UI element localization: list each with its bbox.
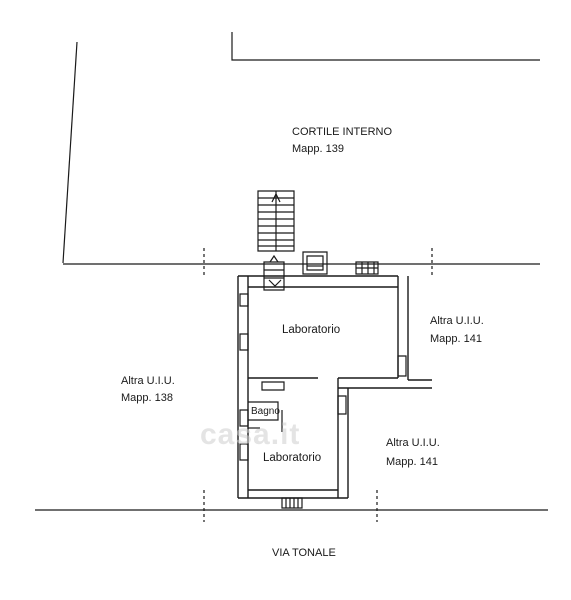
dashed-markers bbox=[204, 248, 432, 522]
courtyard-label: CORTILE INTERNO bbox=[292, 126, 393, 138]
left-windows bbox=[240, 294, 248, 460]
staircase bbox=[258, 191, 294, 290]
right-top-unit-mapp: Mapp. 141 bbox=[430, 333, 482, 345]
courtyard-boundary bbox=[232, 32, 540, 60]
right-windows bbox=[338, 356, 406, 414]
courtyard-mapp: Mapp. 139 bbox=[292, 143, 344, 155]
watermark-text: casa.it bbox=[200, 418, 301, 451]
left-boundary-line bbox=[63, 42, 77, 263]
room-label-upper-lab: Laboratorio bbox=[282, 324, 341, 336]
street-label: VIA TONALE bbox=[272, 547, 336, 559]
right-bottom-unit-mapp: Mapp. 141 bbox=[386, 456, 438, 468]
right-bottom-unit-label: Altra U.I.U. bbox=[386, 437, 440, 449]
room-label-bathroom: Bagno bbox=[251, 406, 280, 417]
bathroom-walls bbox=[248, 382, 284, 432]
left-unit-label: Altra U.I.U. bbox=[121, 375, 175, 387]
bottom-step bbox=[282, 498, 302, 508]
left-unit-mapp: Mapp. 138 bbox=[121, 392, 173, 404]
courtyard-fixtures bbox=[303, 252, 378, 274]
room-label-lower-lab: Laboratorio bbox=[263, 452, 322, 464]
right-top-unit-label: Altra U.I.U. bbox=[430, 315, 484, 327]
